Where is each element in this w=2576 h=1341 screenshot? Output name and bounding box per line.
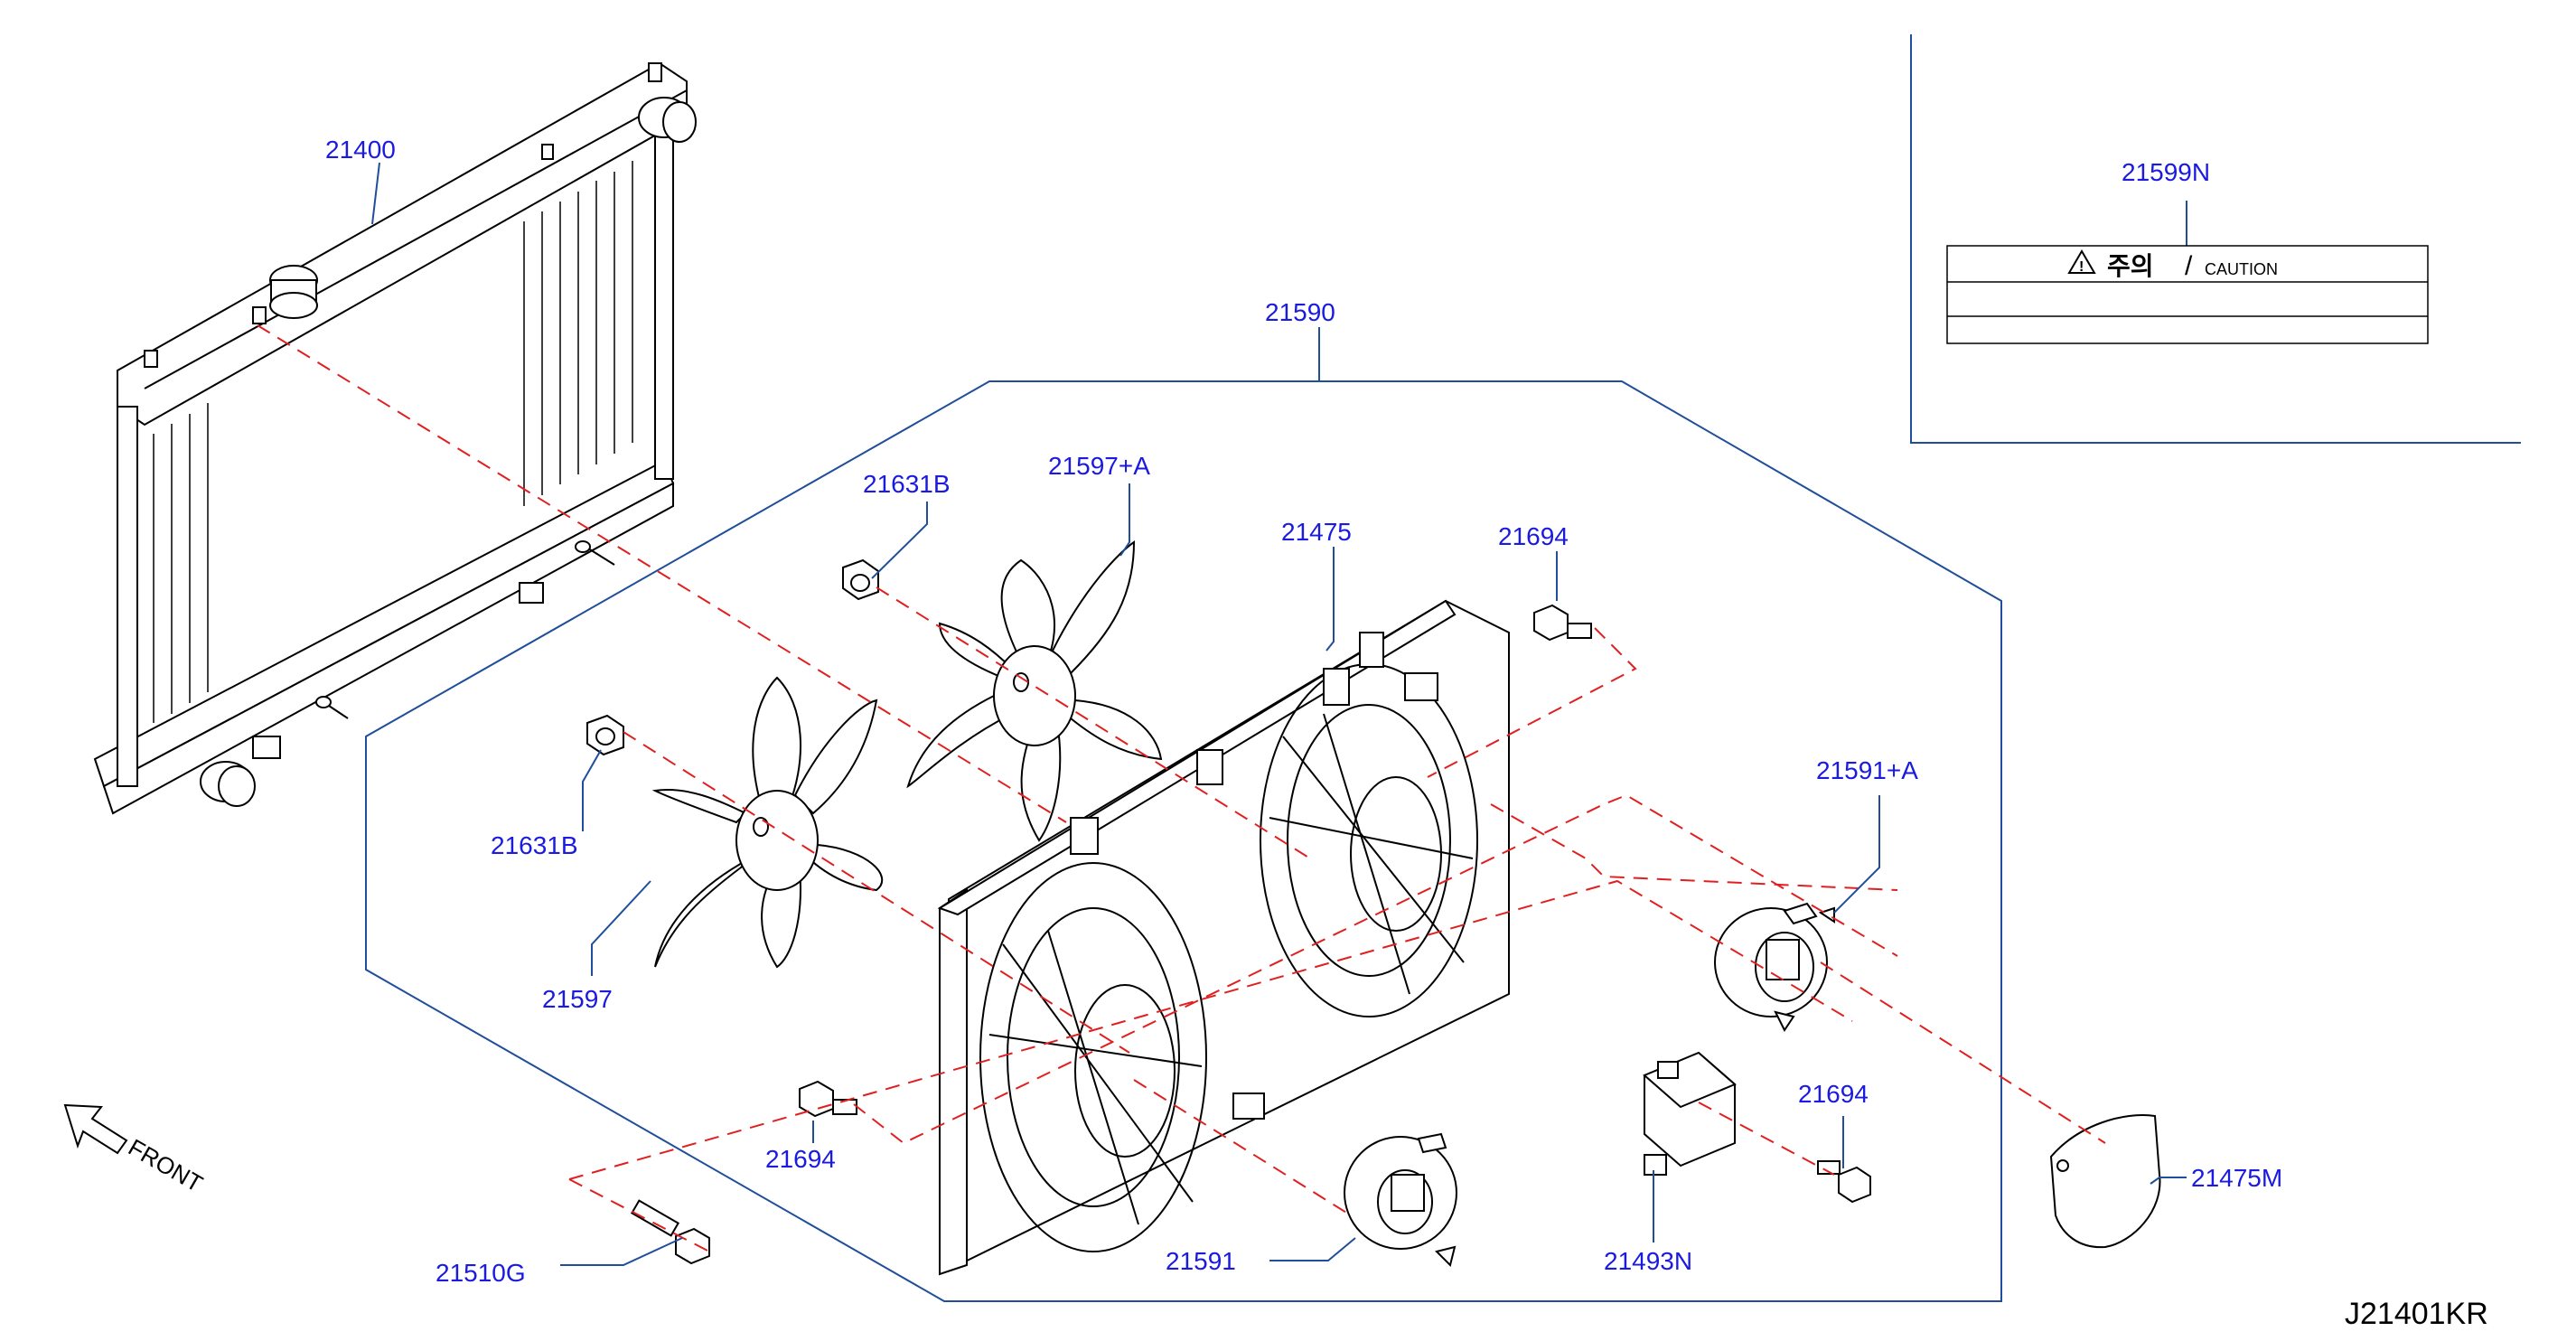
caution-english: CAUTION xyxy=(2205,260,2278,278)
cover-21475M xyxy=(2049,1114,2161,1249)
nut-21631B-top xyxy=(842,558,879,601)
fan-blade-21597 xyxy=(651,676,884,969)
caution-korean: 주의 xyxy=(2107,251,2154,281)
motor-21591 xyxy=(1344,1132,1457,1267)
label-21590: 21590 xyxy=(1265,298,1335,326)
nut-21631B-left xyxy=(586,714,624,756)
label-21599N: 21599N xyxy=(2122,158,2210,186)
resistor-21493N xyxy=(1643,1051,1737,1176)
motor-21591A xyxy=(1714,902,1835,1032)
fan-blade-21597A xyxy=(906,540,1163,842)
bolt-21694-top xyxy=(1533,604,1592,642)
diagram-code: J21401KR xyxy=(2345,1297,2488,1331)
label-21631B-left: 21631B xyxy=(491,831,578,859)
caution-slash: / xyxy=(2185,251,2193,281)
label-21631B-top: 21631B xyxy=(863,470,951,498)
label-21493N: 21493N xyxy=(1604,1247,1692,1275)
label-21475M: 21475M xyxy=(2191,1164,2282,1192)
warning-triangle-icon: ! xyxy=(2067,249,2096,275)
label-21591: 21591 xyxy=(1166,1247,1236,1275)
caution-label-inset: 21599N ! 주의 / CAUTION xyxy=(1910,34,2521,444)
alignment-lines xyxy=(257,324,2106,1252)
radiator-core xyxy=(153,161,633,723)
label-21694-top: 21694 xyxy=(1498,522,1569,550)
front-arrow-icon xyxy=(63,1103,128,1155)
label-21597: 21597 xyxy=(542,985,613,1013)
label-21400: 21400 xyxy=(325,136,396,164)
radiator xyxy=(93,61,697,815)
fan-assembly-outline xyxy=(365,380,2002,1302)
label-21597A: 21597+A xyxy=(1048,452,1150,480)
svg-text:!: ! xyxy=(2079,259,2084,275)
label-21694-mid: 21694 xyxy=(765,1145,836,1173)
front-label: FRONT xyxy=(124,1133,208,1197)
label-21475: 21475 xyxy=(1281,518,1352,546)
bolt-21510G xyxy=(630,1199,710,1265)
label-21591A: 21591+A xyxy=(1816,756,1918,784)
leader-lines xyxy=(371,162,2187,1266)
fan-shroud xyxy=(937,599,1510,1276)
bolt-21694-right xyxy=(1817,1160,1871,1204)
label-21694-right: 21694 xyxy=(1798,1080,1869,1108)
label-21510G: 21510G xyxy=(436,1259,526,1287)
